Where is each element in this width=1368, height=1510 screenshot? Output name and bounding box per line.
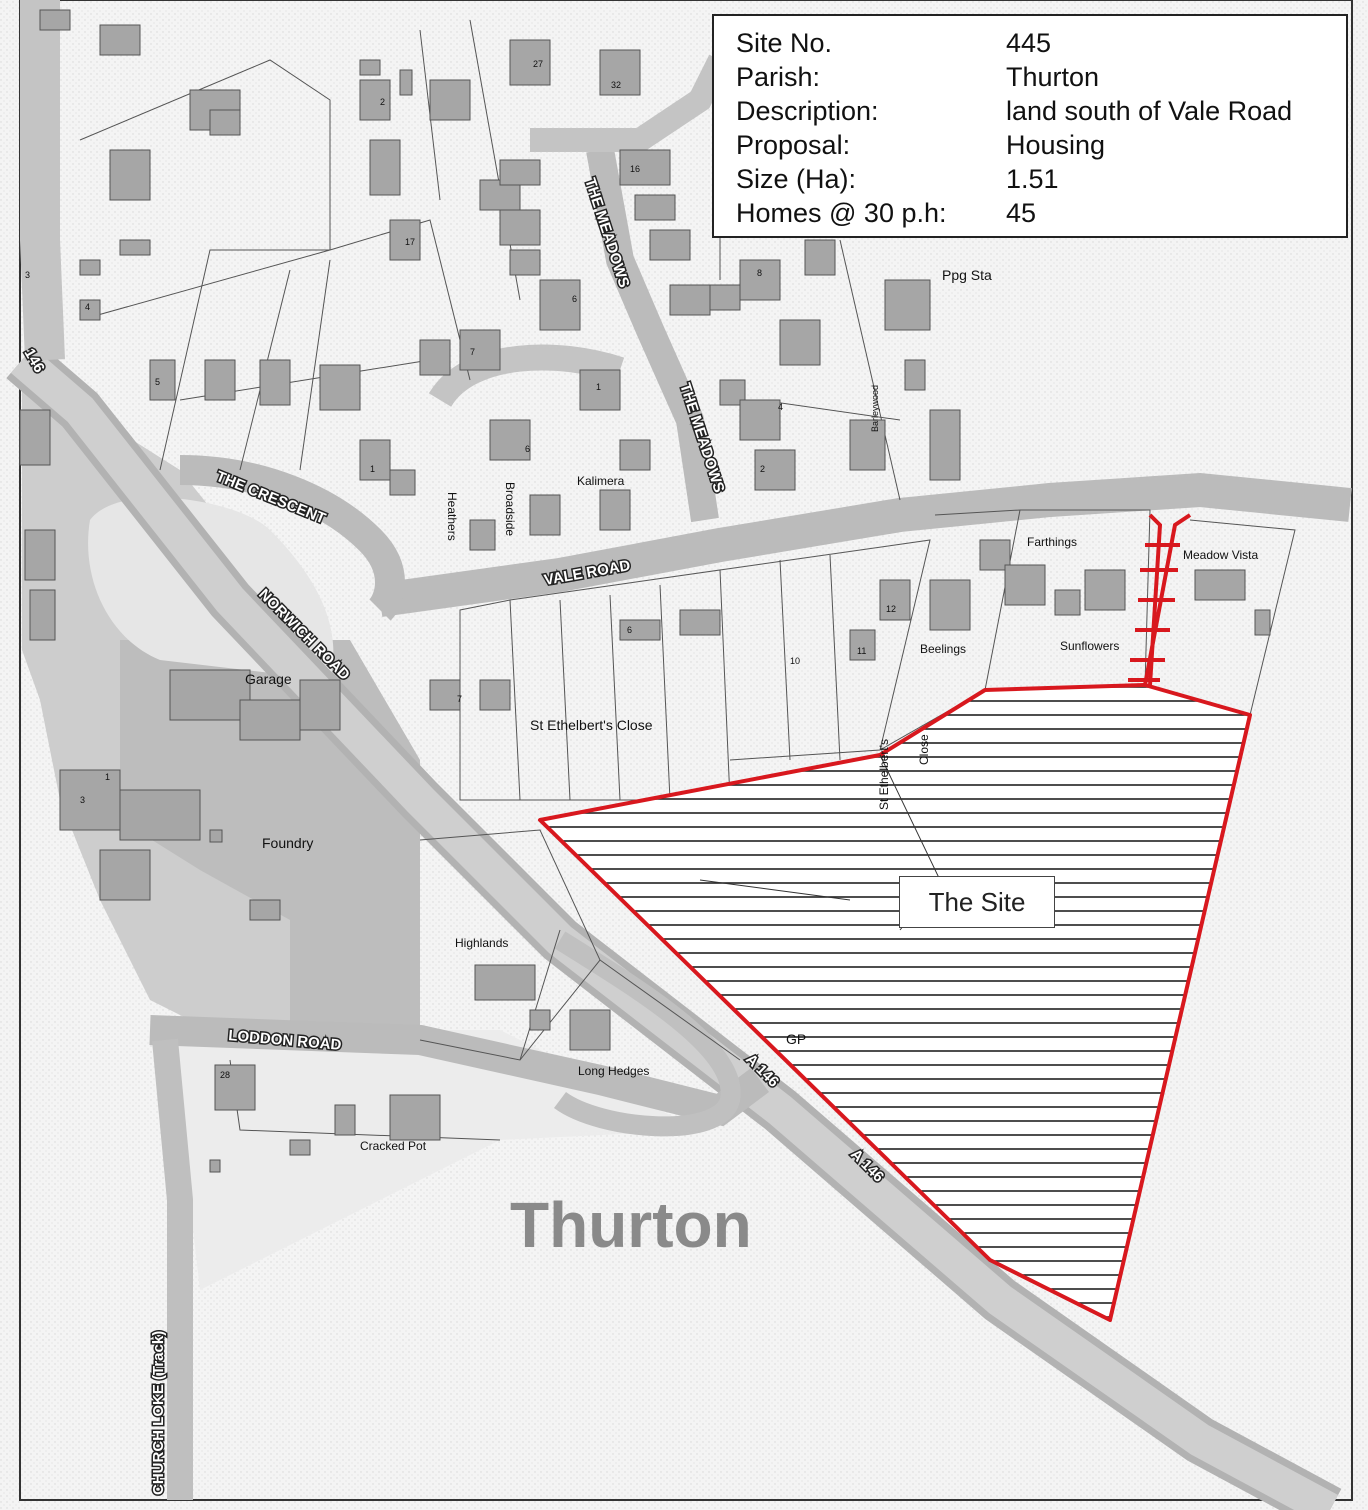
house-number: 1 — [370, 464, 375, 474]
site-no-label: Site No. — [736, 28, 833, 58]
house-number: 16 — [630, 164, 640, 174]
label-highlands: Highlands — [455, 936, 508, 950]
house-number: 10 — [790, 656, 800, 666]
house-number: 2 — [760, 464, 765, 474]
label-ppg-sta: Ppg Sta — [942, 267, 992, 283]
house-number: 3 — [80, 795, 85, 805]
house-number: 2 — [380, 97, 385, 107]
label-beelings: Beelings — [920, 642, 966, 656]
label-close-vertical: Close — [917, 734, 931, 765]
homes-value: 45 — [1006, 198, 1037, 228]
the-meadows-road — [586, 147, 719, 523]
label-farthings: Farthings — [1027, 535, 1077, 549]
the-crescent — [179, 455, 405, 621]
house-number: 17 — [405, 237, 415, 247]
house-number: 1 — [596, 382, 601, 392]
site-access-strip — [1128, 513, 1192, 686]
house-number: 8 — [757, 268, 762, 278]
loddon-loop — [554, 931, 741, 1137]
buildings — [19, 9, 1271, 1173]
house-number: 6 — [572, 294, 577, 304]
parish-value: Thurton — [1006, 62, 1100, 92]
label-st-ethelberts-close: St Ethelbert's Close — [530, 717, 653, 733]
house-number: 7 — [470, 347, 475, 357]
house-number: 7 — [457, 694, 462, 704]
label-meadow-vista: Meadow Vista — [1183, 548, 1258, 562]
house-number: 12 — [886, 604, 896, 614]
meadows-cul-de-sac — [428, 344, 625, 408]
meadows-bend — [530, 54, 731, 152]
house-number: 6 — [525, 444, 530, 454]
site-boundary — [538, 683, 1252, 1322]
village-name: Thurton — [510, 1189, 752, 1261]
site-no-value: 445 — [1006, 28, 1052, 58]
proposal-value: Housing — [1006, 130, 1106, 160]
church-loke-track — [152, 1038, 193, 1500]
label-long-hedges: Long Hedges — [578, 1064, 649, 1078]
parish-label: Parish: — [736, 62, 821, 92]
house-number: 5 — [155, 377, 160, 387]
vale-road — [377, 472, 1352, 617]
label-garage: Garage — [245, 671, 292, 687]
road-label-church-loke: CHURCH LOKE (Track) — [150, 1331, 167, 1495]
size-value: 1.51 — [1006, 164, 1059, 194]
a146-north — [20, 0, 65, 361]
description-value: land south of Vale Road — [1006, 96, 1293, 126]
label-foundry: Foundry — [262, 835, 313, 851]
site-label: The Site — [899, 876, 1055, 928]
house-number: 32 — [611, 80, 621, 90]
label-sunflowers: Sunflowers — [1060, 639, 1119, 653]
description-label: Description: — [736, 96, 879, 126]
house-number: 3 — [25, 270, 30, 280]
label-barleywood: Barleywood — [870, 385, 880, 432]
homes-label: Homes @ 30 p.h: — [736, 198, 947, 228]
label-st-ethelberts-vertical: St Ethelbert's — [877, 739, 891, 810]
house-number: 11 — [857, 646, 866, 656]
house-number: 6 — [627, 625, 632, 635]
proposal-label: Proposal: — [736, 130, 851, 160]
site-info-box: Site No. 445 Parish: Thurton Description… — [712, 14, 1348, 238]
label-cracked-pot: Cracked Pot — [360, 1139, 427, 1153]
size-label: Size (Ha): — [736, 164, 857, 194]
map-frame — [19, 0, 1353, 1501]
house-number: 1 — [105, 772, 110, 782]
house-number: 27 — [533, 59, 543, 69]
label-kalimera: Kalimera — [577, 474, 625, 488]
house-number: 4 — [85, 302, 90, 312]
house-number: 4 — [778, 402, 783, 412]
label-gp: GP — [786, 1031, 806, 1047]
label-heathers: Heathers — [445, 492, 459, 541]
label-broadside: Broadside — [503, 482, 517, 536]
house-number: 28 — [220, 1070, 230, 1080]
